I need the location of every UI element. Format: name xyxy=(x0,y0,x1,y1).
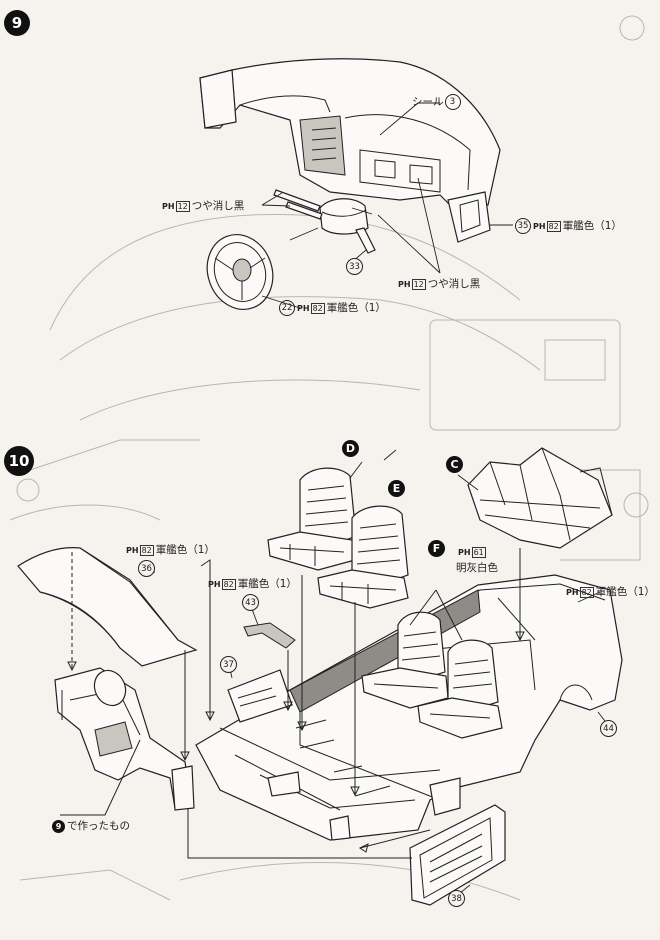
paint-code: 61 xyxy=(471,547,486,558)
seal-text: シール xyxy=(412,96,444,108)
part-35-number: 35 xyxy=(515,218,531,234)
background-ghost-car xyxy=(9,15,649,901)
part-36-number: 36 xyxy=(138,560,155,577)
paint-name: 軍艦色（1） xyxy=(562,220,622,232)
ph-mark: PH xyxy=(566,588,579,597)
step-10-number: 10 xyxy=(8,452,30,470)
part-22-number: 22 xyxy=(279,300,295,316)
part-33-number: 33 xyxy=(346,258,363,275)
step-9-number: 9 xyxy=(11,14,23,32)
steering-wheel-part xyxy=(206,234,274,310)
paint-name: つや消し黒 xyxy=(427,278,481,290)
paint-code: 82 xyxy=(310,303,325,314)
seat-f-part xyxy=(361,611,503,739)
paint-name: 軍艦色（1） xyxy=(326,302,386,314)
steering-column-part xyxy=(273,189,376,254)
seat-c-part xyxy=(467,447,613,549)
paint-code: 12 xyxy=(411,279,426,290)
seat-d-marker: D xyxy=(342,440,359,457)
part-37-number: 37 xyxy=(220,656,237,673)
ph-mark: PH xyxy=(297,304,310,313)
part-44-number: 44 xyxy=(600,720,617,737)
ph-mark: PH xyxy=(208,580,221,589)
ph-mark: PH xyxy=(533,222,546,231)
ph-mark: PH xyxy=(162,202,175,211)
paint-code: 82 xyxy=(221,579,236,590)
seat-e-marker: E xyxy=(388,480,405,497)
rear-panel-part xyxy=(409,804,506,906)
ph-mark: PH xyxy=(398,280,411,289)
step9-leaders xyxy=(261,102,513,309)
trim-strip-part xyxy=(243,622,296,649)
seat-c-marker: C xyxy=(446,456,463,473)
part-38-number: 38 xyxy=(448,890,465,907)
paint-name: 軍艦色（1） xyxy=(155,544,215,556)
seat-e-part xyxy=(317,505,409,609)
ph-mark: PH xyxy=(458,548,471,557)
made-in-step-9-text: で作ったもの xyxy=(67,820,130,832)
paint-name: 軍艦色（1） xyxy=(595,586,655,598)
paint-name: つや消し黒 xyxy=(191,200,245,212)
seat-f-marker: F xyxy=(428,540,445,557)
seal-number: 3 xyxy=(444,94,461,110)
paint-code: 82 xyxy=(139,545,154,556)
step-9-ref-badge: 9 xyxy=(52,819,65,833)
parcel-shelf-part xyxy=(17,547,198,667)
dashboard-part xyxy=(199,58,501,243)
seat-d-part xyxy=(267,467,357,571)
paint-code: 82 xyxy=(579,587,594,598)
step-10-badge: 10 xyxy=(4,446,34,476)
paint-name: 軍艦色（1） xyxy=(237,578,297,590)
part-43-number: 43 xyxy=(242,594,259,611)
paint-code: 12 xyxy=(175,201,190,212)
paint-code: 82 xyxy=(546,221,561,232)
ph-mark: PH xyxy=(126,546,139,555)
front-dash-assembly xyxy=(54,667,195,811)
step-9-badge: 9 xyxy=(4,10,30,36)
seat-f-paint-name: 明灰白色 xyxy=(456,562,498,574)
